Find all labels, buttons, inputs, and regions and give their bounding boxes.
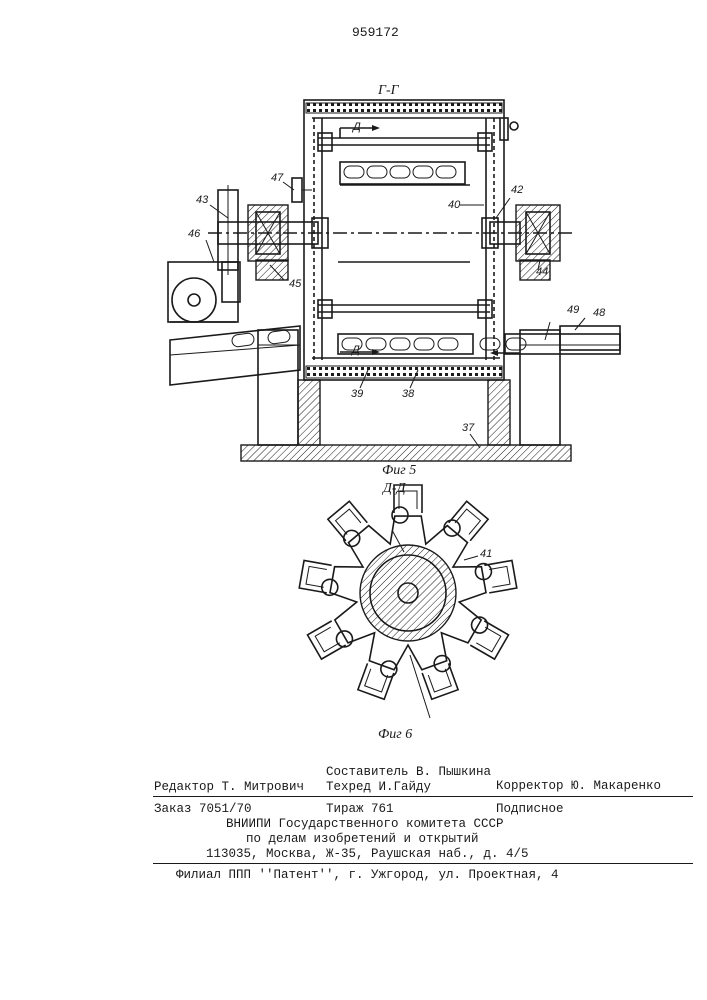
circulation-line: Тираж 761 xyxy=(326,802,394,816)
star-pocket xyxy=(462,614,510,659)
branch-line: Филиал ППП ''Патент'', г. Ужгород, ул. П… xyxy=(176,868,559,882)
callout-45: 45 xyxy=(289,278,301,290)
subscription-line: Подписное xyxy=(496,802,564,816)
order-line: Заказ 7051/70 xyxy=(154,802,252,816)
marker-d-bottom: Д xyxy=(352,344,360,356)
callout-43: 43 xyxy=(196,194,208,206)
pocket-roller xyxy=(379,659,400,680)
org-line-2: по делам изобретений и открытий xyxy=(246,832,479,846)
techred-line: Техред И.Гайду xyxy=(326,780,431,794)
star-pocket xyxy=(419,653,460,699)
footer-rule-2 xyxy=(153,863,693,864)
star-pocket xyxy=(474,558,517,594)
callout-37: 37 xyxy=(462,422,474,434)
callout-44: 44 xyxy=(536,266,548,278)
callout-40: 40 xyxy=(448,199,460,211)
footer-rule xyxy=(153,796,693,797)
corrector-line: Корректор Ю. Макаренко xyxy=(496,779,661,793)
pocket-roller xyxy=(334,628,356,650)
callout-41: 41 xyxy=(480,548,492,560)
callout-48: 48 xyxy=(593,307,605,319)
pocket-roller xyxy=(469,614,491,636)
star-pocket xyxy=(299,560,342,596)
callout-47: 47 xyxy=(271,172,283,184)
marker-d-top: Д xyxy=(353,121,361,133)
address-line: 113035, Москва, Ж-35, Раушская наб., д. … xyxy=(206,847,529,861)
star-pocket xyxy=(326,501,373,549)
callout-39: 39 xyxy=(351,388,363,400)
pocket-roller xyxy=(392,507,408,523)
callout-42: 42 xyxy=(511,184,523,196)
base-plate xyxy=(241,445,571,461)
fig6-caption: Фиг 6 xyxy=(378,728,412,742)
callout-38: 38 xyxy=(402,388,414,400)
editor-line: Редактор Т. Митрович xyxy=(154,780,304,794)
star-pocket xyxy=(358,654,399,700)
compiler-line: Составитель В. Пышкина xyxy=(326,765,491,779)
org-line-1: ВНИИПИ Государственного комитета СССР xyxy=(226,817,504,831)
fig5-caption: Фиг 5 xyxy=(382,464,416,478)
star-pocket xyxy=(307,616,355,661)
callout-49: 49 xyxy=(567,304,579,316)
fig6-section-label: Д-Д xyxy=(383,482,405,496)
star-pocket xyxy=(441,500,488,548)
figure-6-drawing xyxy=(299,485,517,700)
figure-5-drawing xyxy=(168,100,620,461)
callout-46: 46 xyxy=(188,228,200,240)
hub-ring xyxy=(360,545,456,641)
